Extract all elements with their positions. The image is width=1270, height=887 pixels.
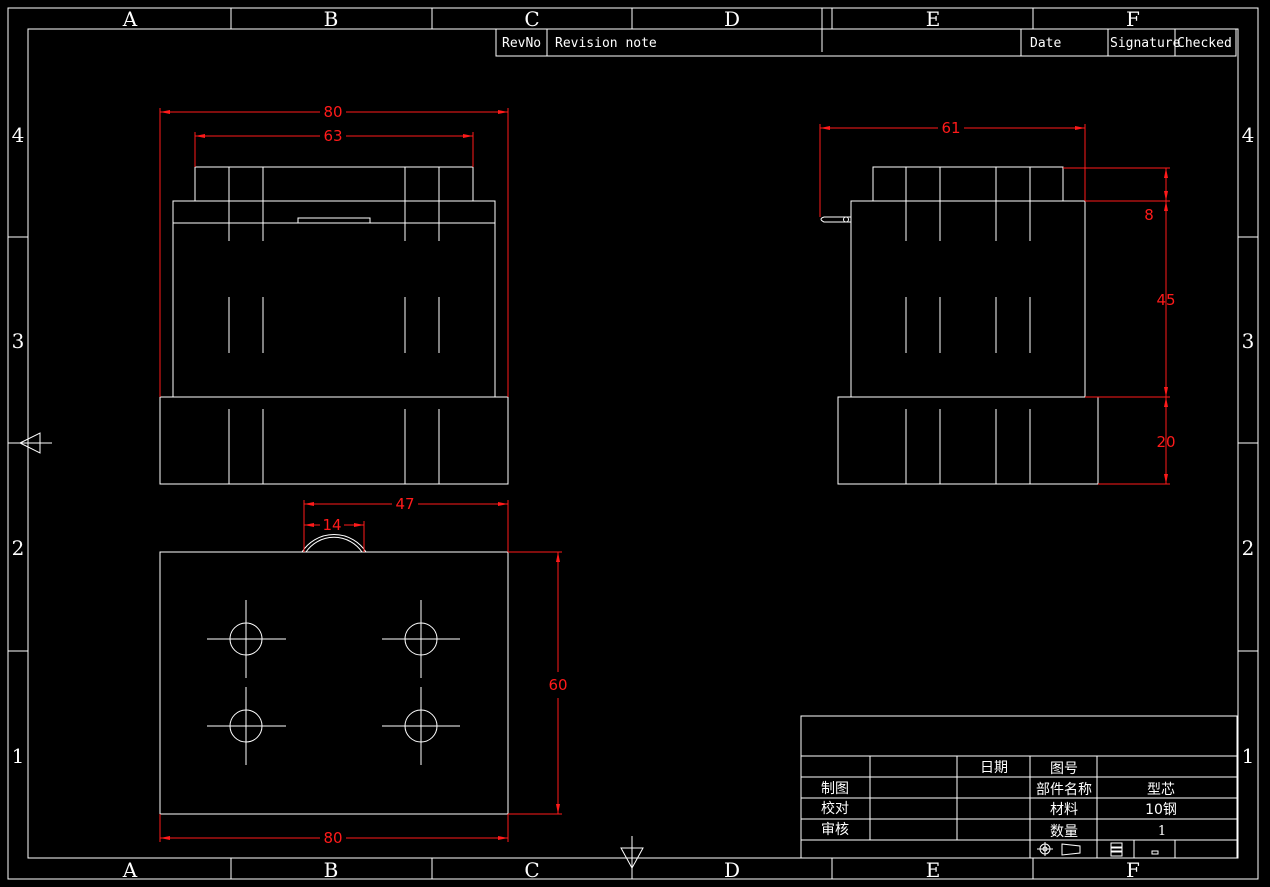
tb-part-name-value: 型芯 xyxy=(1147,782,1175,798)
tb-drawn-label: 制图 xyxy=(821,781,849,797)
zone-col-top-e: E xyxy=(926,7,941,31)
dim-front-80-label: 80 xyxy=(323,103,342,121)
zone-col-bottom-b: B xyxy=(324,858,339,882)
rev-header-note: Revision note xyxy=(555,36,657,51)
tb-material-value: 10钢 xyxy=(1145,802,1177,818)
dim-front-80: 80 xyxy=(160,103,508,397)
zone-col-top-b: B xyxy=(324,7,339,31)
zone-col-top-d: D xyxy=(724,7,740,31)
dim-plan-80-label: 80 xyxy=(323,829,342,847)
side-view: 61 8 45 20 xyxy=(820,119,1176,484)
side-top-step xyxy=(873,167,1063,201)
tb-date-label: 日期 xyxy=(980,760,1008,776)
zone-row-left-3: 3 xyxy=(12,329,25,353)
zone-col-bottom-c: C xyxy=(524,858,539,882)
projection-symbol-icon xyxy=(1037,842,1080,856)
front-base xyxy=(160,397,508,484)
title-block-frame xyxy=(801,716,1237,858)
dim-side-vertical: 8 45 20 xyxy=(1063,168,1176,484)
zone-row-right-3: 3 xyxy=(1242,329,1255,353)
dim-side-61-label: 61 xyxy=(941,119,960,137)
plan-view: 47 14 60 80 xyxy=(160,495,568,847)
zone-row-left-4: 4 xyxy=(12,123,25,147)
plan-arc-notch xyxy=(302,534,366,552)
zone-col-bottom-f: F xyxy=(1126,858,1140,882)
zone-row-left-2: 2 xyxy=(12,536,25,560)
side-body xyxy=(851,201,1085,397)
front-flange xyxy=(173,201,495,223)
revision-table: RevNo Revision note Date Signature Check… xyxy=(496,29,1236,56)
tb-material-label: 材料 xyxy=(1050,802,1078,818)
dim-plan-80: 80 xyxy=(160,814,508,847)
side-tab-hole xyxy=(844,217,849,222)
tb-part-name-label: 部件名称 xyxy=(1036,782,1092,798)
tb-drawing-no-label: 图号 xyxy=(1050,761,1078,777)
zone-col-bottom-d: D xyxy=(724,858,740,882)
dim-plan-60-label: 60 xyxy=(548,676,567,694)
rev-header-signature: Signature xyxy=(1110,36,1181,51)
dim-front-63: 63 xyxy=(195,127,473,167)
title-block: 日期 图号 制图 部件名称 型芯 校对 材料 10钢 审核 数量 1 xyxy=(801,716,1237,858)
dim-side-45-label: 45 xyxy=(1156,291,1175,309)
side-hidden-lines xyxy=(906,167,1030,484)
rev-header-revno: RevNo xyxy=(502,36,541,51)
zone-col-top-a: A xyxy=(122,7,138,31)
side-base xyxy=(838,397,1098,484)
tb-checked-label: 校对 xyxy=(821,800,849,817)
plan-outline xyxy=(160,552,508,814)
plan-holes xyxy=(207,600,460,765)
front-top-step xyxy=(195,167,473,201)
zone-row-right-1: 1 xyxy=(1242,744,1255,768)
dim-side-20-label: 20 xyxy=(1156,433,1175,451)
zone-col-top-c: C xyxy=(524,7,539,31)
zone-row-right-4: 4 xyxy=(1242,123,1255,147)
dim-plan-47: 47 xyxy=(304,495,508,552)
side-tab xyxy=(821,217,851,222)
dim-side-61: 61 xyxy=(820,119,1085,217)
dim-plan-14: 14 xyxy=(304,516,364,552)
dim-plan-47-label: 47 xyxy=(395,495,414,513)
rev-header-date: Date xyxy=(1030,36,1061,51)
dim-side-8-label: 8 xyxy=(1144,206,1154,224)
dim-plan-60: 60 xyxy=(508,552,568,814)
tb-quantity-label: 数量 xyxy=(1050,824,1078,840)
tb-approved-label: 审核 xyxy=(821,822,849,838)
front-view: 80 63 xyxy=(160,103,508,484)
front-hidden-lines xyxy=(229,167,439,484)
front-slot xyxy=(298,218,370,223)
zone-labels: A B C D E F A B C D E F 4 3 2 1 4 3 2 1 xyxy=(12,7,1255,882)
front-body xyxy=(173,223,495,397)
zone-col-top-f: F xyxy=(1126,7,1140,31)
scale-stamp-icon xyxy=(1111,843,1158,856)
rev-header-checked: Checked xyxy=(1177,36,1232,51)
zone-col-bottom-a: A xyxy=(122,858,138,882)
tb-quantity-value: 1 xyxy=(1158,824,1166,839)
inner-border xyxy=(28,29,1238,858)
dim-front-63-label: 63 xyxy=(323,127,342,145)
dim-plan-14-label: 14 xyxy=(322,516,341,534)
zone-col-bottom-e: E xyxy=(926,858,941,882)
sheet-frame xyxy=(8,8,1258,879)
zone-row-left-1: 1 xyxy=(12,744,25,768)
zone-row-right-2: 2 xyxy=(1242,536,1255,560)
